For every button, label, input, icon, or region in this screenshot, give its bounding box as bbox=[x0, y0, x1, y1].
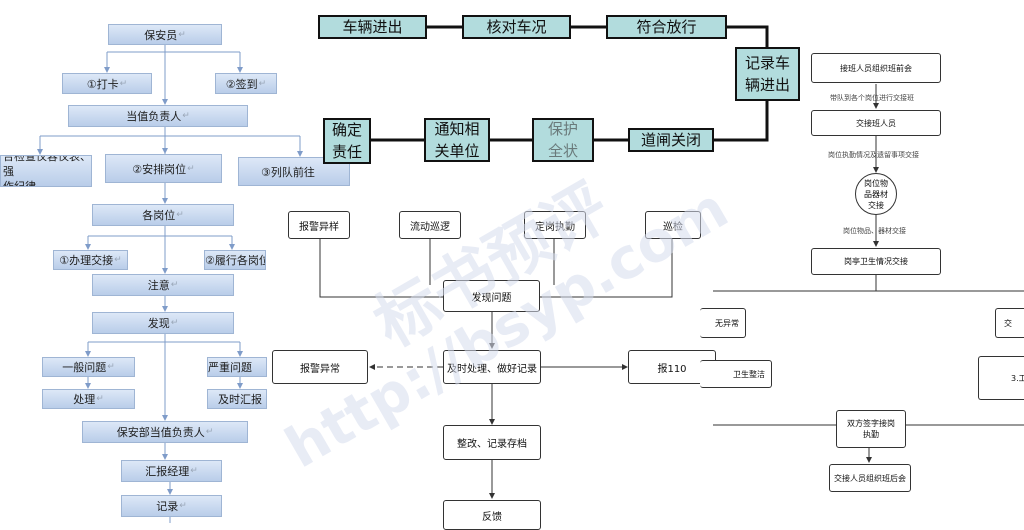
node-vehicle-in-out: 车辆进出 bbox=[318, 15, 427, 39]
node-alarm-anomaly-2: 报警异常 bbox=[272, 350, 368, 384]
node-handover-staff: 交接班人员 bbox=[811, 110, 941, 136]
node-rectify-archive: 整改、记录存档 bbox=[443, 425, 541, 460]
label-duty-situation: 岗位执勤情况及遗留事项交接 bbox=[828, 151, 919, 159]
node-serious-issue: 严重问题 bbox=[207, 357, 267, 377]
label-post-items-handover: 岗位物品、器材交接 bbox=[843, 227, 906, 235]
node-inspect-appearance: 合检查仪容仪表、强 作纪律 bbox=[0, 155, 92, 187]
node-right-cut: 交 bbox=[995, 308, 1024, 338]
node-pre-shift-meeting: 接班人员组织班前会 bbox=[811, 53, 941, 83]
node-handle-record: 及时处理、做好记录 bbox=[443, 350, 541, 384]
node-discovery: 发现↵ bbox=[92, 312, 234, 334]
node-post-items: 岗位物 品器材 交接 bbox=[855, 173, 897, 215]
node-item-3: 3.工 bbox=[978, 356, 1024, 400]
node-sign-in: ②签到↵ bbox=[215, 73, 277, 94]
node-fixed-post: 定岗执勤 bbox=[524, 211, 586, 239]
node-each-post: 各岗位↵ bbox=[92, 204, 234, 226]
node-verify-vehicle: 核对车况 bbox=[462, 15, 571, 39]
node-line-up: ③列队前往 bbox=[238, 157, 350, 186]
node-gate-closed: 道闸关闭 bbox=[628, 128, 714, 152]
node-post-shift-meeting: 交接人员组织班后会 bbox=[829, 464, 911, 492]
node-security-duty-supervisor: 保安部当值负责人↵ bbox=[82, 421, 248, 443]
node-notify-units: 通知相 关单位 bbox=[424, 118, 490, 162]
node-hygiene-clean: 卫生整洁 bbox=[700, 360, 772, 388]
node-alarm-anomaly: 报警异样 bbox=[288, 211, 350, 239]
node-duty-supervisor: 当值负责人↵ bbox=[68, 105, 248, 127]
node-inspection: 巡检 bbox=[645, 211, 701, 239]
node-assign-posts: ②安排岗位↵ bbox=[105, 154, 222, 183]
node-security-guard: 保安员↵ bbox=[108, 24, 222, 45]
label-lead-team: 带队到各个岗位进行交接班 bbox=[830, 94, 914, 102]
node-release: 符合放行 bbox=[606, 15, 727, 39]
node-handle: 处理↵ bbox=[42, 389, 135, 409]
node-attention: 注意↵ bbox=[92, 274, 234, 296]
node-hygiene-handover: 岗亭卫生情况交接 bbox=[811, 248, 941, 275]
node-confirm-responsibility: 确定 责任 bbox=[323, 118, 371, 164]
node-handover: ①办理交接↵ bbox=[53, 250, 128, 270]
node-record-vehicle: 记录车 辆进出 bbox=[735, 47, 800, 101]
node-anomaly: 无异常 bbox=[700, 308, 746, 338]
node-clock-in: ①打卡↵ bbox=[62, 73, 152, 94]
node-report-manager: 汇报经理↵ bbox=[121, 460, 222, 482]
node-general-issue: 一般问题↵ bbox=[42, 357, 135, 377]
node-mobile-patrol: 流动巡逻 bbox=[399, 211, 461, 239]
node-report-timely: 及时汇报 bbox=[207, 389, 267, 409]
node-protect-scene: 保护 全状 bbox=[532, 118, 594, 162]
node-discover-issue: 发现问题 bbox=[443, 280, 540, 312]
node-double-sign: 双方签字接岗 执勤 bbox=[836, 410, 906, 448]
node-record: 记录↵ bbox=[121, 495, 222, 517]
node-perform-duties: ②履行各岗位 bbox=[204, 250, 266, 270]
